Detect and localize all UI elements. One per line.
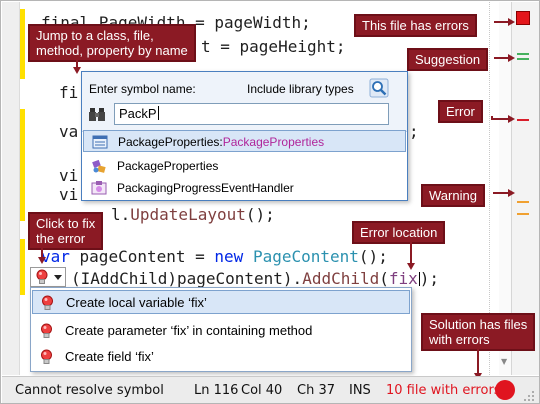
include-library-label[interactable]: Include library types bbox=[247, 82, 354, 96]
code-line[interactable]: va bbox=[59, 122, 79, 141]
warning-marker[interactable] bbox=[517, 213, 529, 215]
suggestion-callout: Suggestion bbox=[407, 48, 489, 71]
suggestion-marker[interactable] bbox=[517, 53, 529, 55]
error-indicator-icon[interactable] bbox=[516, 11, 530, 25]
callout-arrow bbox=[410, 241, 412, 265]
code-line[interactable]: var pageContent = new PageContent(); bbox=[41, 247, 388, 266]
callout-arrow bbox=[38, 257, 46, 264]
quick-fix-item[interactable]: Create local variable ‘fix’ bbox=[32, 290, 410, 314]
status-bar: Cannot resolve symbol Ln 116 Col 40 Ch 3… bbox=[2, 376, 539, 403]
error-callout: Error bbox=[438, 100, 483, 123]
code-line[interactable]: fi bbox=[59, 83, 79, 102]
change-bar bbox=[20, 109, 25, 221]
vertical-scrollbar[interactable] bbox=[499, 2, 511, 375]
solution-errors-callout: Solution has files with errors bbox=[421, 313, 536, 351]
column-number: Col 40 bbox=[241, 383, 283, 398]
callout-arrow bbox=[41, 246, 43, 258]
symbol-result-item[interactable]: PackageProperties bbox=[83, 155, 406, 177]
chevron-down-icon[interactable] bbox=[54, 275, 62, 281]
lightbulb-icon bbox=[41, 323, 52, 338]
callout-arrow bbox=[73, 67, 81, 74]
binoculars-icon bbox=[89, 108, 105, 121]
quick-fix-button[interactable] bbox=[30, 267, 66, 287]
symbol-result-item[interactable]: PackagingProgressEventHandler bbox=[83, 177, 406, 199]
marker-bar[interactable] bbox=[511, 2, 539, 375]
delegate-icon bbox=[91, 181, 107, 195]
class-icon bbox=[92, 135, 108, 149]
code-line[interactable]: vi bbox=[59, 166, 79, 185]
line-number: Ln 116 bbox=[194, 383, 239, 398]
code-line[interactable]: t = pageHeight; bbox=[201, 37, 346, 56]
callout-arrow bbox=[76, 58, 78, 70]
symbol-search-input[interactable]: PackP bbox=[114, 103, 389, 125]
callout-arrow bbox=[508, 54, 515, 62]
click-to-fix-callout: Click to fix the error bbox=[28, 212, 104, 250]
scroll-down-icon[interactable]: ▼ bbox=[501, 357, 508, 366]
callout-arrow bbox=[508, 115, 515, 123]
callout-arrow bbox=[494, 57, 509, 59]
solution-error-indicator-icon[interactable] bbox=[495, 380, 515, 400]
callout-arrow bbox=[508, 18, 515, 26]
solution-errors-count[interactable]: 10 file with errors bbox=[386, 383, 501, 398]
file-errors-callout: This file has errors bbox=[354, 14, 477, 37]
callout-arrow bbox=[407, 263, 415, 270]
warning-marker[interactable] bbox=[517, 201, 529, 203]
code-line[interactable]: l.UpdateLayout(); bbox=[111, 205, 275, 224]
change-bar bbox=[20, 239, 25, 295]
search-icon[interactable] bbox=[369, 78, 389, 98]
insert-mode[interactable]: INS bbox=[349, 383, 371, 398]
suggestion-marker[interactable] bbox=[517, 58, 529, 60]
code-line[interactable]: ; bbox=[409, 122, 419, 141]
symbol-name-label: Enter symbol name: bbox=[89, 82, 196, 96]
callout-arrow bbox=[477, 347, 479, 375]
jump-to-symbol-callout: Jump to a class, file, method, property … bbox=[28, 24, 196, 62]
resize-grip-icon[interactable] bbox=[523, 390, 535, 402]
char-number: Ch 37 bbox=[297, 383, 335, 398]
callout-arrow bbox=[494, 21, 509, 23]
lightbulb-icon bbox=[42, 295, 53, 310]
callout-arrow bbox=[508, 189, 515, 197]
error-symbol: fix bbox=[388, 269, 418, 288]
code-line[interactable]: (IAddChild)pageContent).AddChild(fix); bbox=[71, 269, 440, 288]
status-message: Cannot resolve symbol bbox=[15, 383, 164, 398]
error-marker[interactable] bbox=[517, 119, 529, 121]
right-margin-guide bbox=[489, 2, 490, 375]
navigate-to-symbol-popup: Enter symbol name: Include library types… bbox=[81, 71, 408, 201]
change-bar bbox=[20, 9, 25, 79]
quick-fix-menu: Create local variable ‘fix’ Create param… bbox=[30, 287, 412, 372]
lightbulb-icon bbox=[41, 349, 52, 364]
code-line[interactable]: vi bbox=[59, 185, 79, 204]
namespace-icon bbox=[92, 159, 106, 173]
warning-callout: Warning bbox=[421, 184, 485, 207]
quick-fix-item[interactable]: Create field ‘fix’ bbox=[32, 345, 410, 369]
callout-arrow bbox=[493, 192, 509, 194]
lightbulb-icon[interactable] bbox=[36, 269, 48, 285]
error-location-callout: Error location bbox=[352, 221, 446, 244]
text-caret bbox=[418, 272, 420, 286]
callout-arrow bbox=[491, 118, 509, 120]
editor-gutter[interactable] bbox=[2, 2, 20, 375]
quick-fix-item[interactable]: Create parameter ‘fix’ in containing met… bbox=[32, 319, 410, 343]
symbol-result-item[interactable]: PackageProperties:PackageProperties bbox=[83, 130, 406, 152]
